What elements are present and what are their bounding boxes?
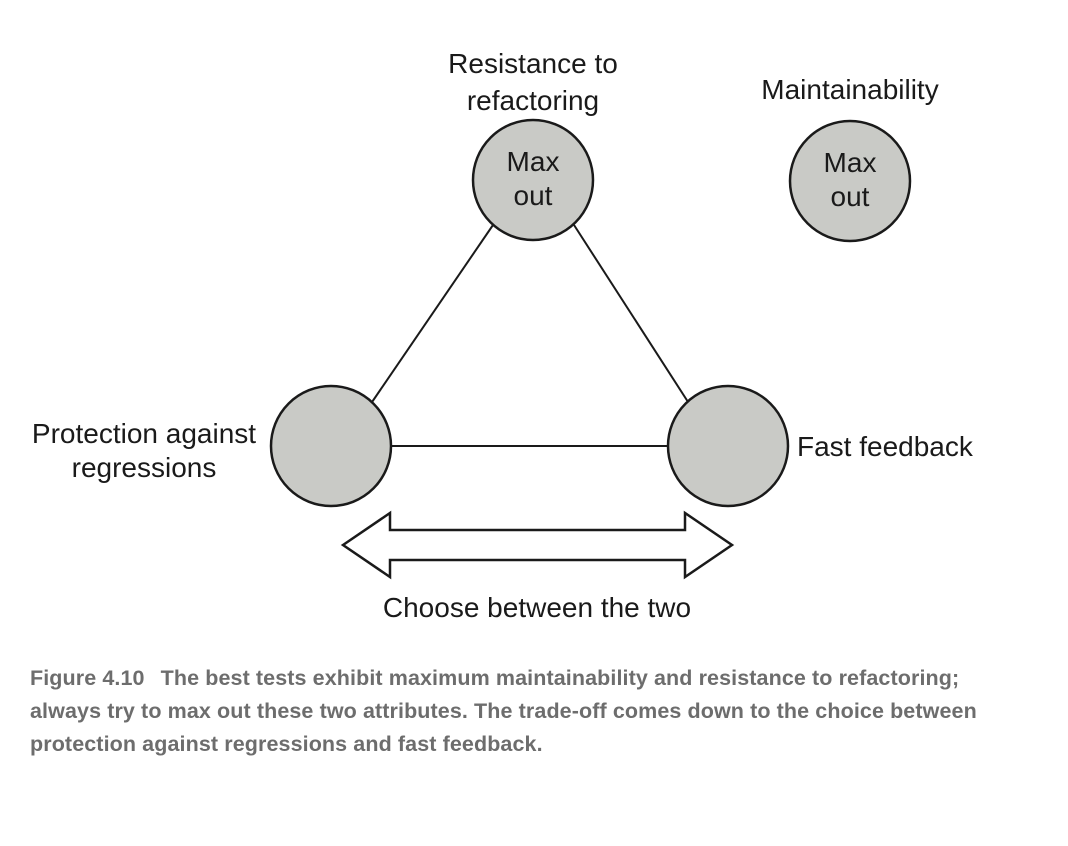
node-circle-maintainability[interactable] [788,119,912,243]
node-label-protection-line2: regressions [72,452,217,483]
edge-resistance-to-protection [369,224,494,406]
node-circle-fast-feedback[interactable] [666,384,790,508]
node-circle-protection-against-regressions[interactable] [269,384,393,508]
node-value-maintainability-line2: out [831,181,870,212]
double-headed-arrow-icon [340,510,735,580]
node-protection-against-regressions[interactable]: Protection against regressions [32,384,393,508]
node-circle-resistance-to-refactoring[interactable] [471,118,595,242]
triangle-edges [369,224,691,447]
node-label-protection-line1: Protection against [32,418,256,449]
triangle-tradeoff-diagram: Resistance to refactoring Max out Mainta… [32,48,974,623]
node-label-fast-feedback: Fast feedback [797,431,974,462]
edge-resistance-to-fast-feedback [573,224,691,406]
node-resistance-to-refactoring[interactable]: Resistance to refactoring Max out [448,48,618,242]
node-value-resistance-line1: Max [507,146,560,177]
node-maintainability[interactable]: Maintainability Max out [761,74,939,243]
tradeoff-arrow-label: Choose between the two [383,592,691,623]
figure-caption-text: The best tests exhibit maximum maintaina… [30,666,977,756]
node-label-maintainability: Maintainability [761,74,938,105]
node-fast-feedback[interactable]: Fast feedback [666,384,974,508]
node-value-resistance-line2: out [514,180,553,211]
figure-label: Figure 4.10 [30,666,145,690]
node-value-maintainability-line1: Max [824,147,877,178]
tradeoff-double-arrow: Choose between the two [340,510,735,623]
node-label-resistance-line2: refactoring [467,85,599,116]
node-label-resistance-line1: Resistance to [448,48,618,79]
